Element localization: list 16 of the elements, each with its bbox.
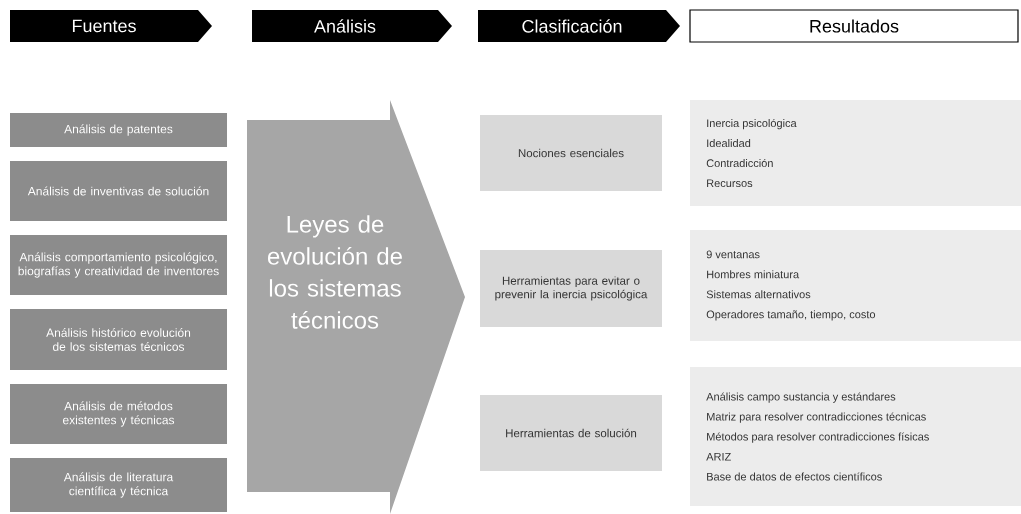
result-box: Análisis campo sustancia y estándares Matriz para resolver contradicciones técnicas Métodos para resolver contradicciones físicas ARIZ Base de datos de efectos científicos bbox=[690, 367, 1021, 506]
column-header: Resultados bbox=[689, 9, 1019, 43]
column-header: Análisis bbox=[252, 10, 452, 42]
source-box: Análisis de métodos existentes y técnicas bbox=[10, 384, 227, 444]
column-header: Fuentes bbox=[10, 10, 212, 42]
source-box: Análisis de literatura científica y técnica bbox=[10, 458, 227, 512]
column-header: Clasificación bbox=[478, 10, 680, 42]
source-box: Análisis histórico evolución de los sistemas técnicos bbox=[10, 309, 227, 370]
source-box: Análisis de patentes bbox=[10, 113, 227, 147]
category-box: Herramientas de solución bbox=[480, 395, 662, 471]
result-box: 9 ventanas Hombres miniatura Sistemas alternativos Operadores tamaño, tiempo, costo bbox=[690, 230, 1021, 341]
result-box: Inercia psicológica Idealidad Contradicción Recursos bbox=[690, 100, 1021, 206]
source-box: Análisis de inventivas de solución bbox=[10, 161, 227, 221]
category-box: Herramientas para evitar o prevenir la inercia psicológica bbox=[480, 250, 662, 327]
source-box: Análisis comportamiento psicológico, biografías y creatividad de inventores bbox=[10, 235, 227, 295]
category-box: Nociones esenciales bbox=[480, 115, 662, 191]
